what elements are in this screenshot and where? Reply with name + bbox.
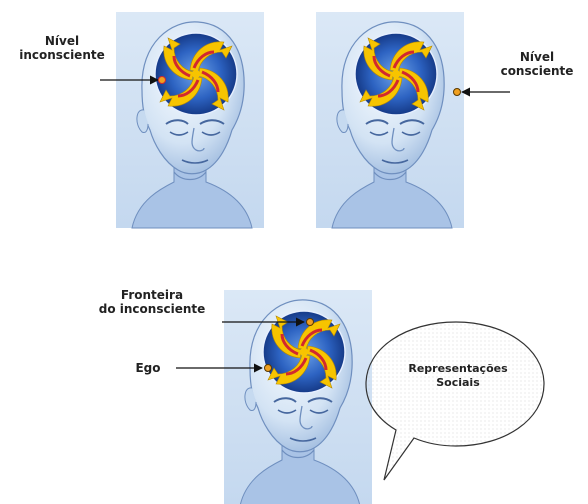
label-fronteira-line2: do inconsciente — [84, 302, 220, 316]
marker-dot-consciente — [454, 89, 461, 96]
head-illustration-inconsciente — [116, 12, 264, 228]
label-nivel-consciente-line2: consciente — [488, 64, 586, 78]
marker-dot-fronteira — [307, 319, 314, 326]
label-fronteira-line1: Fronteira — [84, 288, 220, 302]
label-fronteira: Fronteira do inconsciente — [84, 288, 220, 316]
label-nivel-inconsciente: Nível inconsciente — [6, 34, 118, 62]
label-representacoes-sociais: Representações Sociais — [392, 362, 524, 390]
label-representacoes-line2: Sociais — [392, 376, 524, 390]
label-nivel-consciente: Nível consciente — [488, 50, 586, 78]
label-nivel-inconsciente-line2: inconsciente — [6, 48, 118, 62]
label-nivel-inconsciente-line1: Nível — [6, 34, 118, 48]
speech-bubble — [366, 322, 544, 480]
label-representacoes-line1: Representações — [392, 362, 524, 376]
marker-dot-inconsciente — [159, 77, 166, 84]
label-ego: Ego — [126, 361, 170, 375]
head-illustration-consciente — [316, 12, 464, 228]
marker-dot-ego — [265, 365, 272, 372]
label-nivel-consciente-line1: Nível — [488, 50, 586, 64]
